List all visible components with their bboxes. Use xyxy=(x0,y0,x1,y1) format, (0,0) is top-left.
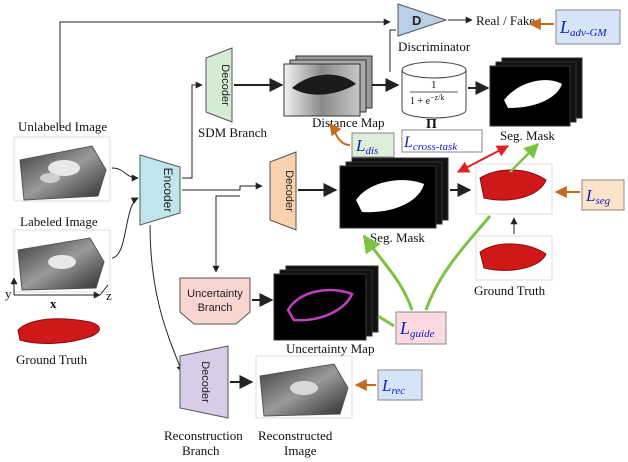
real-fake-label: Real / Fake xyxy=(476,13,535,28)
loss-cross-task-box: Lcross-task xyxy=(401,129,483,153)
discriminator-block xyxy=(397,3,448,37)
loss-dis-base: L xyxy=(355,136,365,155)
rec-decoder-block xyxy=(179,345,229,419)
loss-dis-sub: dis xyxy=(365,145,378,157)
unlabeled-image-label: Unlabeled Image xyxy=(18,119,107,134)
loss-seg-sub: seg xyxy=(595,195,610,207)
pi-symbol: Π xyxy=(426,117,437,132)
predicted-3d-segmentation xyxy=(475,163,553,215)
seg-mask-mid-stack xyxy=(339,157,449,229)
seg-mask-top-label: Seg. Mask xyxy=(500,128,555,143)
loss-cross-task-sub: cross-task xyxy=(413,141,458,153)
loss-rec-sub: rec xyxy=(391,385,405,397)
sdm-decoder-label: Decoder xyxy=(219,64,231,106)
uncertainty-branch-block xyxy=(179,277,251,325)
loss-adv-gm-sub: adv-GM xyxy=(570,27,607,39)
discriminator-label: Discriminator xyxy=(398,39,471,54)
sigmoid-denominator: 1 + e−z/k xyxy=(410,93,444,107)
loss-dis-box: Ldis xyxy=(351,132,395,158)
sdm-branch-label: SDM Branch xyxy=(198,125,267,140)
uncertainty-branch-line1: Uncertainty xyxy=(187,288,243,300)
ground-truth-left-image xyxy=(17,318,100,344)
axis-y-label: y xyxy=(5,286,12,301)
sdm-decoder-block xyxy=(205,47,233,123)
uncertainty-branch-line2: Branch xyxy=(198,302,233,314)
discriminator-symbol: D xyxy=(412,13,421,28)
svg-text:Ldis: Ldis xyxy=(355,136,378,157)
axis-z-label: z xyxy=(106,288,112,303)
svg-text:Lrec: Lrec xyxy=(381,376,405,397)
svg-text:Lseg: Lseg xyxy=(585,186,611,207)
rec-decoder-label: Decoder xyxy=(199,361,211,403)
axis-x-label: x xyxy=(50,296,57,311)
ground-truth-right-label: Ground Truth xyxy=(474,283,546,298)
loss-cross-task-base: L xyxy=(403,134,413,151)
svg-text:Lcross-task: Lcross-task xyxy=(403,134,458,153)
loss-rec-box: Lrec xyxy=(377,369,423,401)
sigmoid-transform xyxy=(401,61,467,119)
seg-mask-top-stack xyxy=(489,57,583,127)
labeled-image-label: Labeled Image xyxy=(20,214,98,229)
distance-map-stack xyxy=(283,55,373,117)
reconstructed-image-line1: Reconstructed xyxy=(258,428,333,443)
loss-rec-base: L xyxy=(381,376,391,395)
seg-mask-mid-label: Seg. Mask xyxy=(370,230,425,245)
reconstruction-branch-line1: Reconstruction xyxy=(164,428,243,443)
reconstructed-image xyxy=(255,355,353,419)
encoder-block xyxy=(139,154,181,226)
encoder-label: Encoder xyxy=(161,168,175,213)
sigmoid-numerator: 1 xyxy=(431,79,437,91)
seg-decoder-block xyxy=(269,151,297,231)
uncertainty-map-label: Uncertainty Map xyxy=(286,341,374,356)
loss-guide-base: L xyxy=(399,318,410,338)
distance-map-label: Distance Map xyxy=(312,115,385,130)
seg-decoder-label: Decoder xyxy=(283,170,295,212)
ground-truth-left-label: Ground Truth xyxy=(16,352,88,367)
svg-text:Lguide: Lguide xyxy=(399,318,435,340)
axes-icon xyxy=(10,277,109,299)
loss-seg-base: L xyxy=(585,186,595,205)
ground-truth-right-image xyxy=(475,235,553,281)
loss-guide-sub: guide xyxy=(410,328,435,340)
loss-adv-gm-base: L xyxy=(559,17,570,37)
labeled-image xyxy=(13,229,111,293)
loss-guide-box: Lguide xyxy=(395,311,447,345)
reconstructed-image-line2: Image xyxy=(284,443,317,458)
loss-seg-box: Lseg xyxy=(581,179,625,211)
reconstruction-branch-line2: Branch xyxy=(182,443,220,458)
uncertainty-map-stack xyxy=(273,265,379,341)
unlabeled-image xyxy=(13,136,111,202)
svg-text:Ladv-GM: Ladv-GM xyxy=(559,17,608,39)
loss-adv-gm-box: Ladv-GM xyxy=(555,9,621,45)
